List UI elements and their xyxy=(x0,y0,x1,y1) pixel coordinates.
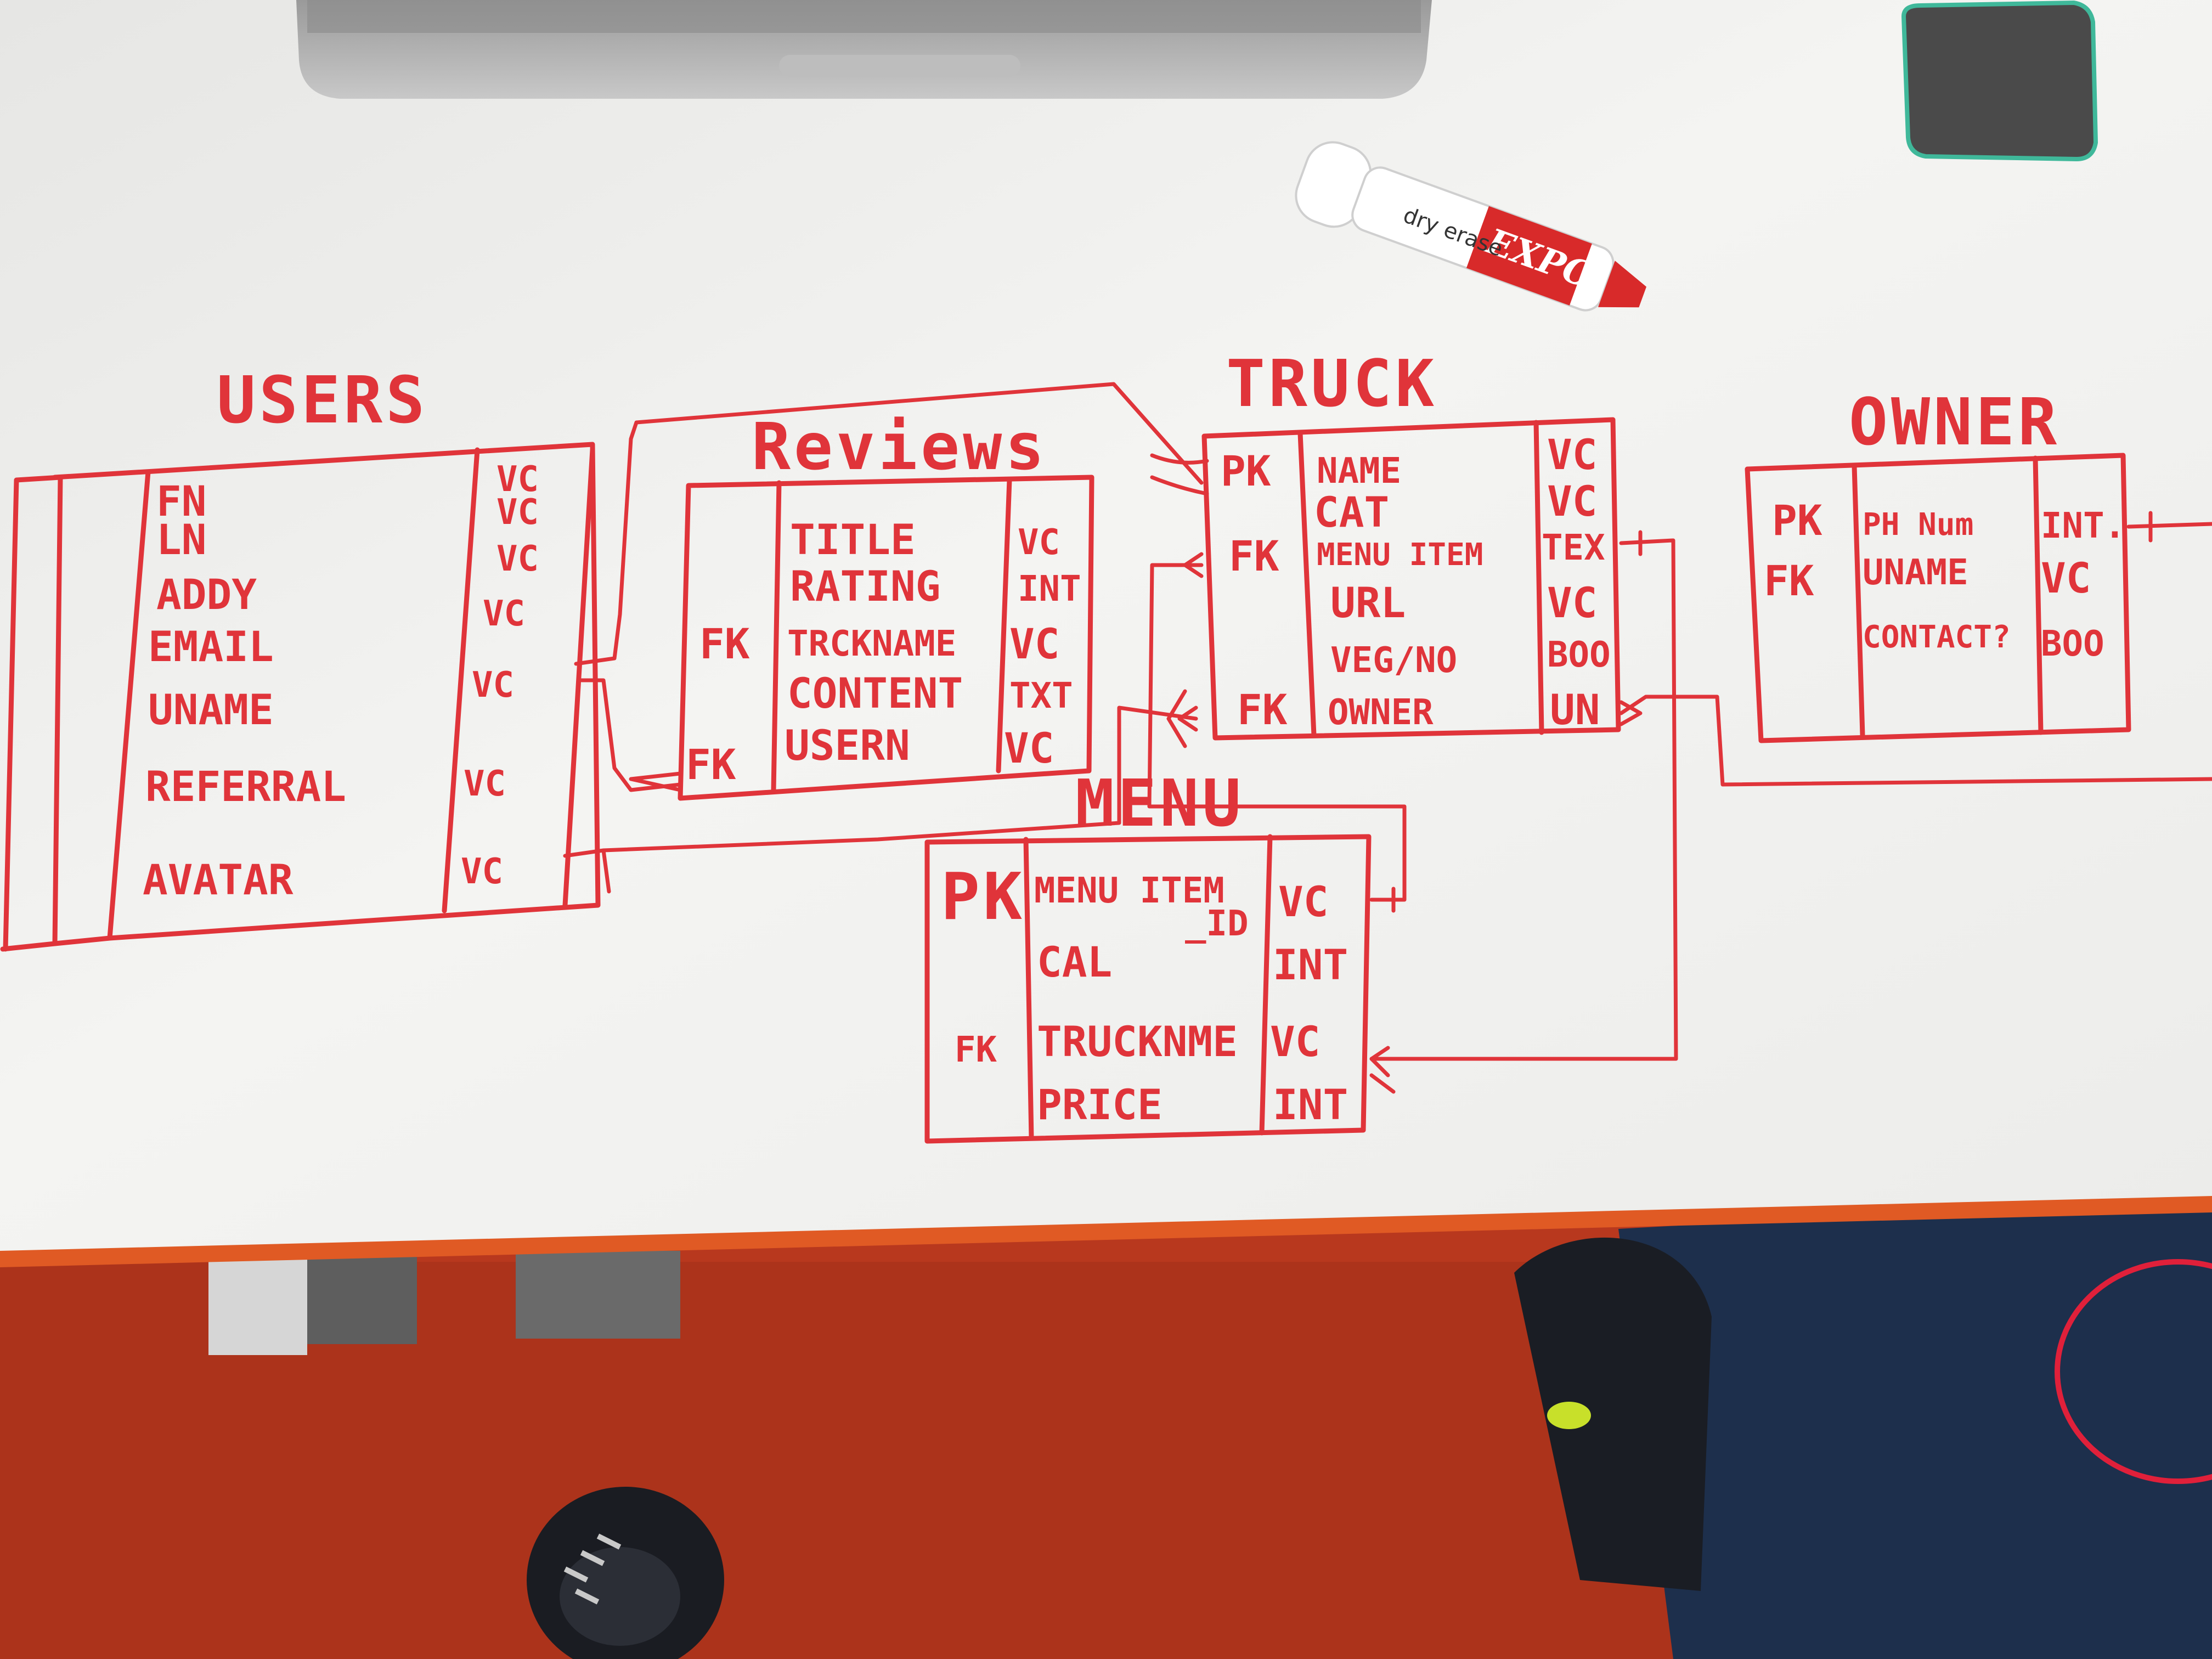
users-col-name-2: ADDY xyxy=(156,570,257,619)
reviews-col-name-2: TRCKNAME xyxy=(787,624,956,664)
table-title-reviews: Reviews xyxy=(752,409,1047,484)
reviews-col-type-4: VC xyxy=(1004,724,1054,772)
menu-rows: PK MENU ITEM VC _ID CAL INT FK TRUCKNME … xyxy=(941,859,1348,1129)
truck-col-type-4: BOO xyxy=(1547,635,1611,675)
truck-col-type-2: TEX xyxy=(1542,528,1605,568)
reviews-rows: TITLE VC RATING INT FK TRCKNAME VC CONTE… xyxy=(686,515,1081,789)
menu-col-name-4: PRICE xyxy=(1037,1080,1163,1129)
shoe-icon xyxy=(527,1487,724,1659)
truck-col-name-4: VEG/NO xyxy=(1330,640,1457,681)
truck-col-type-1: VC xyxy=(1547,477,1598,526)
owner-col-name-1: UNAME xyxy=(1863,552,1968,593)
rel-users-menu xyxy=(563,706,1198,894)
menu-col-type-2: INT xyxy=(1273,940,1348,989)
users-col-name-1: LN xyxy=(156,515,207,564)
reviews-col-name-0: TITLE xyxy=(790,515,916,564)
rel-truck-owner xyxy=(1619,695,2212,787)
leg-right xyxy=(1514,1196,2212,1659)
truck-rows: PK NAME VC CAT VC FK MENU ITEM TEX URL V… xyxy=(1221,430,1611,734)
menu-col-key-0: PK xyxy=(941,859,1025,934)
reviews-col-key-4: FK xyxy=(686,740,736,789)
users-col-name-4: UNAME xyxy=(148,685,274,734)
owner-col-name-0: PH Num xyxy=(1863,507,1973,543)
users-col-type-4: VC xyxy=(472,665,514,706)
truck-col-name-2: MENU ITEM xyxy=(1317,537,1483,573)
menu-col-type-4: INT xyxy=(1273,1080,1348,1129)
owner-col-key-0: PK xyxy=(1772,496,1822,545)
reviews-col-type-3: TXT xyxy=(1009,676,1073,716)
truck-col-type-3: VC xyxy=(1547,578,1598,627)
menu-col-name-2: CAL xyxy=(1037,938,1112,986)
table-title-owner: OWNER xyxy=(1849,384,2060,460)
table-title-menu: MENU xyxy=(1075,765,1244,841)
owner-rows: PK PH Num INT. FK UNAME VC CONTACT? BOO xyxy=(1764,496,2125,664)
rel-owner-edge xyxy=(2126,522,2212,529)
reviews-col-type-1: INT xyxy=(1018,569,1081,610)
truck-col-name-3: URL xyxy=(1330,578,1406,627)
table-title-users: USERS xyxy=(217,362,428,438)
reviews-col-key-2: FK xyxy=(699,619,750,668)
menu-col-name-3: TRUCKNME xyxy=(1037,1017,1238,1066)
menu-col-type-0: VC xyxy=(1278,877,1329,926)
truck-col-key-2: FK xyxy=(1229,532,1279,580)
marker-icon: EXPO dry erase xyxy=(1295,141,1647,312)
laptop-icon xyxy=(296,0,1432,99)
reviews-col-name-1: RATING xyxy=(790,562,941,611)
rel-users-reviews xyxy=(579,678,682,792)
table-owner: OWNER PK PH Num INT. FK UNAME VC CONTACT… xyxy=(1745,384,2131,743)
truck-col-key-0: PK xyxy=(1221,447,1271,495)
users-col-type-6: VC xyxy=(461,851,503,892)
reviews-col-name-3: CONTENT xyxy=(787,669,963,718)
rel-truck-menu-2 xyxy=(1369,538,1678,1061)
rel-users-truck xyxy=(574,382,1204,666)
users-col-name-0: FN xyxy=(156,477,207,526)
truck-col-type-0: VC xyxy=(1547,430,1598,479)
owner-col-key-1: FK xyxy=(1764,556,1814,605)
truck-col-type-5: UN xyxy=(1550,685,1600,734)
users-col-name-6: AVATAR xyxy=(143,855,294,904)
truck-col-key-5: FK xyxy=(1237,685,1288,734)
table-truck: TRUCK PK NAME VC CAT VC FK MENU ITEM TEX… xyxy=(1201,346,1621,741)
users-col-type-3: VC xyxy=(483,594,525,634)
owner-col-type-2: BOO xyxy=(2041,624,2104,664)
whiteboard xyxy=(0,0,2212,1251)
owner-col-name-2: CONTACT? xyxy=(1863,619,2011,655)
menu-col-type-3: VC xyxy=(1270,1017,1321,1066)
users-col-name-5: REFERRAL xyxy=(145,762,346,811)
users-rows: FN VC LN VC ADDY VC EMAIL VC UNAME VC RE… xyxy=(143,459,539,904)
users-col-name-3: EMAIL xyxy=(148,622,274,671)
owner-col-type-0: INT. xyxy=(2041,506,2125,546)
users-col-type-5: VC xyxy=(464,764,506,804)
rel-truck-menu xyxy=(1147,563,1407,902)
menu-col-name-1: _ID xyxy=(1185,904,1249,944)
table-reviews: Reviews TITLE VC RATING INT FK TRCKNAME … xyxy=(678,409,1094,801)
relationship-lines xyxy=(563,382,2212,1094)
chair-base xyxy=(208,1251,680,1355)
owner-col-type-1: VC xyxy=(2041,554,2091,602)
eraser-icon xyxy=(1901,0,2098,162)
users-col-type-2: VC xyxy=(496,539,539,579)
truck-col-name-0: NAME xyxy=(1317,451,1401,492)
truck-col-name-1: CAT xyxy=(1314,488,1389,537)
truck-col-name-5: OWNER xyxy=(1328,692,1434,733)
table-title-truck: TRUCK xyxy=(1226,346,1437,421)
menu-col-key-3: FK xyxy=(955,1030,997,1070)
reviews-col-type-2: VC xyxy=(1009,619,1060,668)
table-users: USERS FN VC LN VC ADDY VC EMAIL VC UNAME… xyxy=(0,362,601,952)
users-col-type-0: VC xyxy=(496,459,539,500)
users-col-type-1: VC xyxy=(496,492,539,533)
reviews-col-type-0: VC xyxy=(1018,522,1060,563)
reviews-col-name-4: USERN xyxy=(785,721,910,770)
table-menu: MENU PK MENU ITEM VC _ID CAL INT FK TRUC… xyxy=(924,765,1372,1144)
menu-col-name-0: MENU ITEM xyxy=(1034,871,1224,911)
